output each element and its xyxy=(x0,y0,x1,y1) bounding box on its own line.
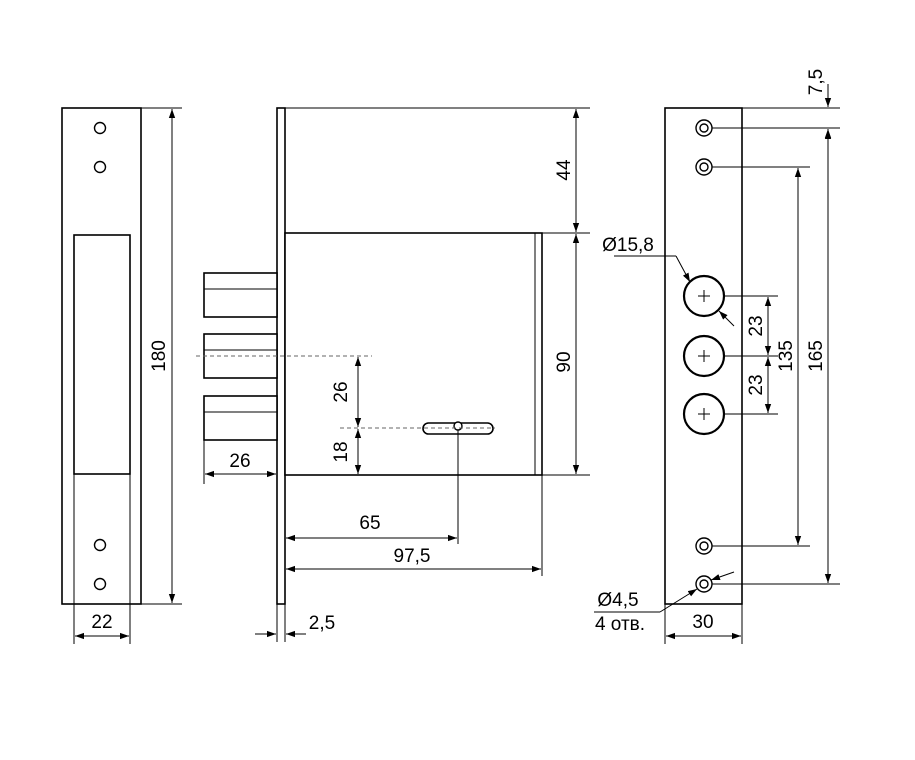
top-offset-label: 7,5 xyxy=(806,69,827,95)
bolt-throw-label: 26 xyxy=(229,451,250,472)
strike-plate-view: 180 22 xyxy=(61,107,182,644)
body-height-label: 90 xyxy=(554,351,575,372)
bolt-diameter-leader xyxy=(718,310,735,327)
front-width-label: 30 xyxy=(692,612,713,633)
strike-plate-hole xyxy=(93,160,107,174)
face-plate-front-view: 7,5 165 135 23 23 Ø15,8 Ø4,5 4 отв. 30 xyxy=(594,69,840,644)
hole-diameter-label: Ø4,5 xyxy=(597,590,638,611)
strike-height-label: 180 xyxy=(149,340,170,372)
strike-plate-slot xyxy=(73,234,131,475)
top-offset-label: 44 xyxy=(554,159,575,181)
hole-diameter-leader xyxy=(659,588,698,613)
bolt xyxy=(203,395,278,441)
backset-label: 65 xyxy=(359,513,380,534)
strike-plate-hole xyxy=(93,121,107,135)
bolt-pitch-top-label: 23 xyxy=(746,315,767,336)
holes-span-label: 135 xyxy=(776,340,797,372)
bolt-key-label: 26 xyxy=(331,381,352,402)
key-bottom-label: 18 xyxy=(331,441,352,462)
strike-plate-hole xyxy=(93,538,107,552)
overall-label: 165 xyxy=(806,340,827,372)
keyhole-center xyxy=(453,421,463,431)
screw-hole xyxy=(695,158,713,176)
bolt-pitch-bottom-label: 23 xyxy=(746,374,767,395)
bolt xyxy=(203,272,278,318)
lock-side-view: 44 90 26 18 26 65 97,5 2,5 xyxy=(196,107,590,642)
bolt-head xyxy=(682,392,726,436)
bolt-head xyxy=(682,274,726,318)
case-depth-label: 97,5 xyxy=(394,546,431,567)
plate-thickness-label: 2,5 xyxy=(309,613,335,634)
hole-count-label: 4 отв. xyxy=(595,614,645,635)
lock-case xyxy=(284,232,543,476)
screw-hole xyxy=(695,575,713,593)
bolt-head xyxy=(682,334,726,378)
screw-hole xyxy=(695,119,713,137)
hole-diameter-leader xyxy=(710,571,735,581)
bolt-diameter-label: Ø15,8 xyxy=(602,235,654,256)
strike-width-label: 22 xyxy=(91,612,112,633)
strike-plate-hole xyxy=(93,577,107,591)
screw-hole xyxy=(695,537,713,555)
bolt-diameter-leader xyxy=(675,255,691,283)
